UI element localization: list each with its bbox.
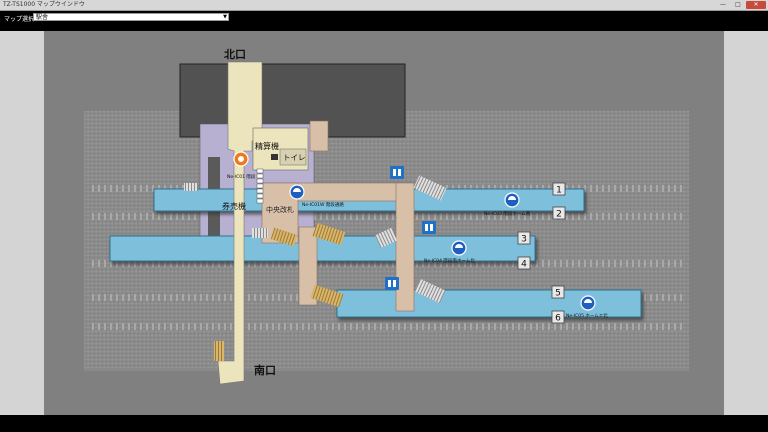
camera-icon: [238, 156, 244, 162]
south-exit-label: 南口: [254, 363, 276, 377]
svg-text:Ne-IC04 階段南ホーム北: Ne-IC04 階段南ホーム北: [424, 257, 475, 264]
camera-platform-5-6[interactable]: Ne-IC05 ホームエ北: [566, 295, 608, 319]
maximize-button[interactable]: □: [735, 1, 741, 8]
track-number-1-box: [552, 182, 566, 196]
map-select-value: 駅舎: [36, 14, 49, 21]
camera-icon: [508, 196, 516, 200]
camera-gate[interactable]: Ne-IC01W 階段通路: [289, 184, 344, 208]
track-number-2-box: [552, 206, 566, 220]
window-title: TZ-TS1000 マップウインドウ: [3, 1, 85, 8]
center-gate-label: 中央改札: [266, 205, 294, 214]
elevator-icon: [390, 166, 404, 179]
track-number-5: 5: [555, 289, 561, 299]
track-number-3-box: [517, 231, 531, 245]
track-number-1: 1: [556, 186, 562, 196]
track-number-2: 2: [556, 210, 562, 220]
track-number-4-box: [517, 256, 531, 270]
svg-text:Ne-IC03 階段ホーム南: Ne-IC03 階段ホーム南: [484, 210, 531, 217]
station-map-canvas: 北口 南口 券売機 精算機 トイレ 中央改札 Ne-IC01 階段 Ne-IC0…: [44, 31, 724, 415]
right-panel: [724, 31, 768, 415]
svg-text:Ne-IC01 階段: Ne-IC01 階段: [227, 173, 256, 180]
stairs: [184, 99, 447, 308]
ticket-machine-label: 券売機: [222, 201, 246, 211]
title-bar: TZ-TS1000 マップウインドウ — □ ✕: [0, 0, 768, 11]
camera-concourse[interactable]: Ne-IC01 階段: [227, 151, 256, 180]
left-panel: [0, 31, 44, 415]
fare-machine-block: [271, 154, 278, 160]
camera-platform-1-2[interactable]: Ne-IC03 階段ホーム南: [484, 192, 531, 217]
minimize-button[interactable]: —: [720, 1, 726, 8]
station-map[interactable]: 北口 南口 券売機 精算機 トイレ 中央改札 Ne-IC01 階段 Ne-IC0…: [44, 31, 724, 415]
north-exit-label: 北口: [224, 47, 246, 61]
track-number-3: 3: [521, 235, 527, 245]
ticket-gates: [256, 168, 264, 204]
track-number-6-box: [551, 310, 565, 324]
elevator-icon: [385, 277, 399, 290]
track-number-6: 6: [555, 314, 561, 324]
camera-icon: [455, 244, 463, 248]
chevron-down-icon: ▼: [223, 14, 227, 20]
map-select-dropdown[interactable]: 駅舎 ▼: [33, 13, 229, 21]
toilet-label: トイレ: [283, 153, 306, 162]
elevator-icon: [422, 221, 436, 234]
svg-text:Ne-IC01W 階段通路: Ne-IC01W 階段通路: [302, 201, 344, 208]
south-stairs: [214, 341, 224, 361]
close-button[interactable]: ✕: [746, 1, 766, 9]
camera-icon: [584, 299, 592, 303]
bottom-band: [0, 415, 768, 432]
map-select-label: マップ選択: [4, 16, 35, 23]
svg-text:Ne-IC05 ホームエ北: Ne-IC05 ホームエ北: [566, 312, 608, 319]
fare-adjust-label: 精算機: [255, 141, 279, 151]
track-number-4: 4: [521, 260, 527, 270]
camera-platform-3-4[interactable]: Ne-IC04 階段南ホーム北: [424, 240, 475, 264]
track-number-5-box: [551, 285, 565, 299]
camera-icon: [293, 188, 301, 192]
platform-3-4[interactable]: [109, 235, 536, 262]
toilet-room: [279, 148, 307, 166]
